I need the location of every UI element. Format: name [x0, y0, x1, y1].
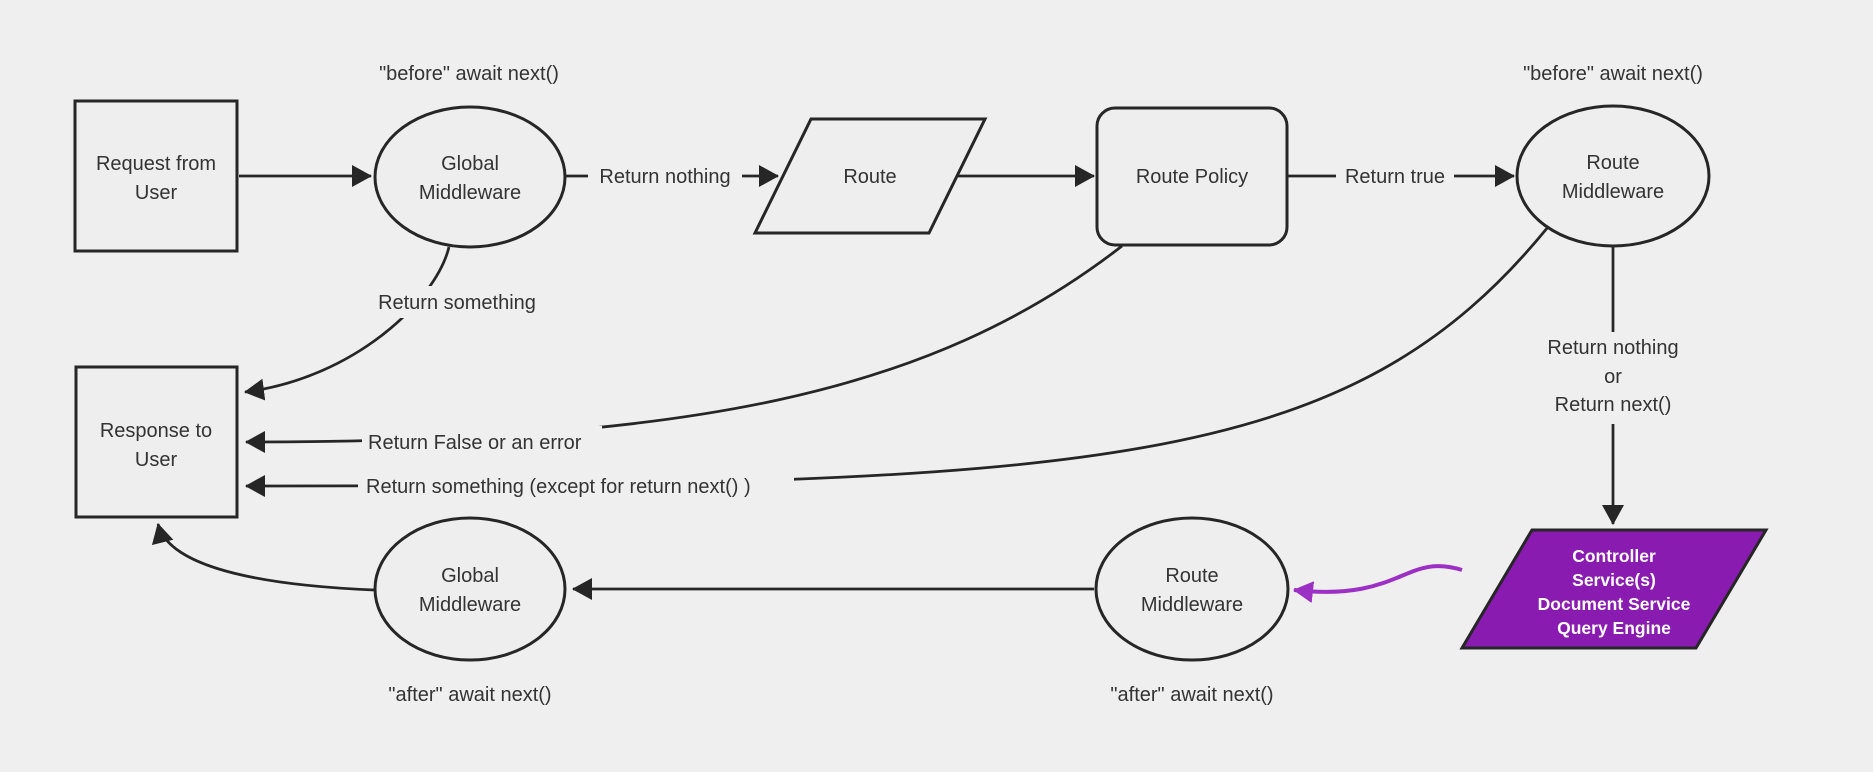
edge-labels: Return nothing Return true Return nothin…	[358, 160, 1698, 502]
node-label: Middleware	[419, 594, 521, 616]
edge-label-bg	[588, 160, 742, 192]
node-label: Route	[843, 166, 896, 188]
annotation-before-await-route: "before" await next()	[1523, 63, 1703, 85]
node-label: Middleware	[1562, 181, 1664, 203]
annotation-before-await-global: "before" await next()	[379, 63, 559, 85]
node-route-middleware-bottom: Route Middleware	[1094, 516, 1290, 662]
node-label: Middleware	[1141, 594, 1243, 616]
node-global-middleware-top: Global Middleware	[373, 105, 567, 249]
controller-services-parallelogram	[1459, 528, 1769, 650]
edge-label-bg	[1528, 332, 1698, 424]
response-to-user-box	[74, 365, 239, 519]
edge-label-bg	[358, 470, 794, 502]
node-label: User	[135, 449, 178, 471]
node-request-from-user: Request from User	[73, 99, 239, 253]
node-label: Document Service	[1538, 594, 1691, 614]
request-from-user-box	[73, 99, 239, 253]
node-controller-services: Controller Service(s) Document Service Q…	[1459, 528, 1769, 650]
node-label: Service(s)	[1572, 570, 1656, 590]
edge-label-return-true: Return true	[1345, 166, 1445, 188]
node-label: Middleware	[419, 182, 521, 204]
edge-label-bg	[1336, 160, 1454, 192]
route-middleware-bottom-ellipse	[1094, 516, 1290, 662]
edge-global-middleware-to-response	[244, 246, 451, 401]
node-label: Controller	[1572, 546, 1656, 566]
edges	[151, 165, 1624, 604]
node-label: Global	[441, 153, 499, 175]
node-label: Response to	[100, 420, 212, 442]
edge-label-return-nothing-or-line1: Return nothing	[1547, 337, 1678, 359]
node-route-policy: Route Policy	[1095, 106, 1289, 247]
node-label: Route Policy	[1136, 166, 1248, 188]
edge-label-return-something-except: Return something (except for return next…	[366, 476, 751, 498]
route-middleware-top-ellipse	[1515, 104, 1711, 248]
edge-route-policy-to-response	[245, 244, 1123, 453]
route-policy-box	[1095, 106, 1289, 247]
node-label: Route	[1586, 152, 1639, 174]
node-label: Global	[441, 565, 499, 587]
edge-label-return-nothing: Return nothing	[599, 166, 730, 188]
edge-label-bg	[365, 286, 549, 318]
node-route-middleware-top: Route Middleware	[1515, 104, 1711, 248]
edge-label-bg	[362, 426, 602, 458]
global-middleware-top-ellipse	[373, 105, 567, 249]
edge-label-return-false-or-error: Return False or an error	[368, 432, 582, 454]
node-label: Query Engine	[1557, 618, 1671, 638]
node-response-to-user: Response to User	[74, 365, 239, 519]
annotation-after-await-route: "after" await next()	[1110, 684, 1273, 706]
node-route: Route	[752, 117, 988, 235]
edge-label-return-nothing-or-line2: or	[1604, 366, 1622, 388]
edge-label-return-something: Return something	[378, 292, 536, 314]
node-label: User	[135, 182, 178, 204]
route-parallelogram	[752, 117, 988, 235]
annotations: "before" await next() "before" await nex…	[379, 63, 1703, 706]
edge-global-middleware-bottom-to-response	[151, 523, 375, 592]
node-global-middleware-bottom: Global Middleware	[373, 516, 567, 662]
edge-label-return-nothing-or-line3: Return next()	[1555, 394, 1672, 416]
node-label: Route	[1165, 565, 1218, 587]
edge-services-to-route-middleware-bottom	[1293, 564, 1463, 604]
global-middleware-bottom-ellipse	[373, 516, 567, 662]
node-label: Request from	[96, 153, 216, 175]
annotation-after-await-global: "after" await next()	[388, 684, 551, 706]
